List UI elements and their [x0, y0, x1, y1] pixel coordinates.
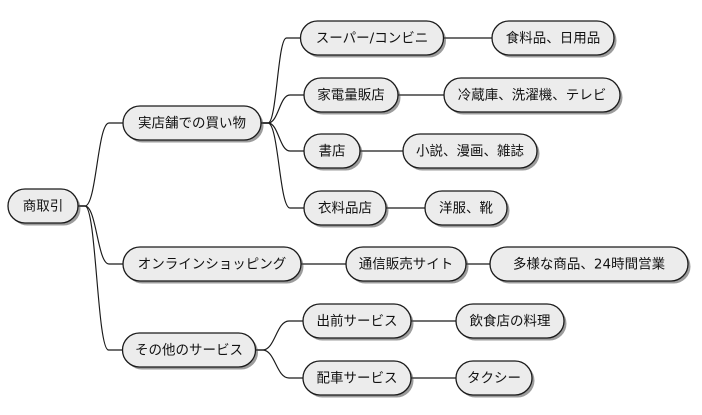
node-l4-5[interactable]: 飲食店の料理 [455, 303, 567, 341]
node-label-家電量販店: 家電量販店 [317, 87, 385, 104]
node-l2-2[interactable]: その他のサービス [121, 332, 259, 370]
node-label-通信販売サイト: 通信販売サイト [359, 257, 454, 273]
node-label-スーパーコンビニ: スーパー/コンビニ [316, 31, 428, 47]
node-l2-0[interactable]: 実店舗での買い物 [122, 105, 264, 143]
node-box[interactable] [491, 20, 615, 56]
node-l2-1[interactable]: オンラインショッピング [122, 246, 304, 284]
node-label-出前サービス: 出前サービス [317, 313, 398, 330]
node-box[interactable] [302, 303, 412, 339]
edge-l2-2-to-l3-5 [254, 320, 304, 351]
node-label-タクシー: タクシー [467, 371, 521, 387]
node-box[interactable] [402, 133, 538, 169]
node-l3-4[interactable]: 通信販売サイト [345, 246, 469, 284]
edge-l2-0-to-l3-0 [260, 37, 302, 124]
node-label-配車サービス: 配車サービス [317, 371, 398, 387]
node-l3-3[interactable]: 衣料品店 [303, 190, 389, 228]
edge-l2-0-to-l3-2 [260, 122, 305, 152]
node-box[interactable] [489, 246, 689, 282]
node-l4-1[interactable]: 冷蔵庫、洗濯機、テレビ [443, 77, 623, 115]
node-l3-6[interactable]: 配車サービス [302, 360, 414, 398]
edge-l2-2-to-l3-6 [254, 349, 304, 379]
node-l3-2[interactable]: 書店 [303, 133, 363, 171]
node-box[interactable] [302, 360, 412, 396]
node-l4-2[interactable]: 小説、漫画、雑誌 [402, 133, 540, 171]
node-root-0[interactable]: 商取引 [7, 188, 81, 226]
node-label-商取引: 商取引 [23, 199, 64, 215]
edge-root-to-l2-0 [77, 122, 124, 207]
node-box[interactable] [121, 332, 257, 368]
node-box[interactable] [455, 303, 565, 339]
node-box[interactable] [122, 246, 302, 282]
node-box[interactable] [122, 105, 262, 141]
edge-root-to-l2-2 [77, 205, 124, 351]
node-label-洋服、靴: 洋服、靴 [439, 201, 493, 217]
node-l3-5[interactable]: 出前サービス [302, 303, 414, 341]
node-l3-0[interactable]: スーパー/コンビニ [299, 20, 447, 58]
edge-l2-0-to-l3-1 [260, 94, 305, 124]
edge-root-to-l2-1 [77, 205, 124, 265]
node-box[interactable] [303, 190, 387, 226]
node-box[interactable] [345, 246, 467, 282]
node-box[interactable] [303, 77, 399, 113]
node-label-衣料品店: 衣料品店 [318, 201, 372, 217]
edge-l2-0-to-l3-3 [260, 122, 305, 209]
node-box[interactable] [299, 20, 445, 56]
node-label-冷蔵庫、洗濯機、テレビ: 冷蔵庫、洗濯機、テレビ [458, 88, 607, 104]
node-box[interactable] [303, 133, 361, 169]
node-label-オンラインショッピング: オンラインショッピング [138, 257, 287, 273]
node-label-実店舗での買い物: 実店舗での買い物 [138, 116, 246, 132]
node-box[interactable] [7, 188, 79, 224]
node-l3-1[interactable]: 家電量販店 [303, 77, 401, 115]
edges-layer [77, 37, 493, 379]
node-label-その他のサービス: その他のサービス [135, 343, 243, 359]
node-label-書店: 書店 [319, 144, 346, 160]
node-l4-4[interactable]: 多様な商品、24時間営業 [489, 246, 691, 284]
node-box[interactable] [455, 360, 533, 396]
node-label-小説、漫画、雑誌: 小説、漫画、雑誌 [416, 144, 524, 160]
node-label-食料品、日用品: 食料品、日用品 [506, 30, 601, 47]
node-l4-3[interactable]: 洋服、靴 [424, 190, 510, 228]
node-label-多様な商品、24時間営業: 多様な商品、24時間営業 [513, 256, 666, 273]
node-label-飲食店の料理: 飲食店の料理 [470, 313, 551, 330]
node-box[interactable] [443, 77, 621, 113]
node-l4-0[interactable]: 食料品、日用品 [491, 20, 617, 58]
node-box[interactable] [424, 190, 508, 226]
node-l4-6[interactable]: タクシー [455, 360, 535, 398]
